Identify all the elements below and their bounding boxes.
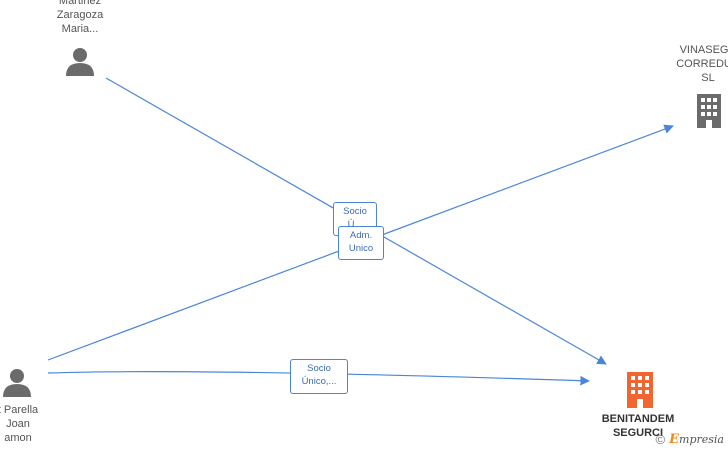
person-left-label-line-3: amon — [4, 432, 32, 444]
company-right-label-line-2: CORREDUR — [676, 58, 728, 70]
company-right-label-line-3: SL — [701, 72, 715, 84]
empresia-logo: Empresia — [669, 432, 724, 447]
copyright-symbol: © — [655, 432, 666, 447]
person-top-label-line-1: Martinez — [58, 0, 102, 7]
company-bottom-label-line-1: BENITANDEM — [601, 413, 675, 425]
edge-label-line-2: Ú... — [347, 219, 363, 230]
edge-label-line-2: Unico — [348, 243, 374, 254]
edge-label-adm-unico[interactable]: Adm. Unico — [338, 226, 384, 260]
building-icon[interactable] — [695, 94, 723, 128]
person-top-label[interactable]: Martinez Zaragoza Maria... — [40, 0, 120, 36]
edge-label-line-2: Único,... — [301, 376, 337, 387]
edge-label-line-1: Adm. — [349, 230, 373, 241]
person-left-label[interactable]: t Parella Joan amon — [0, 403, 58, 445]
person-icon[interactable] — [65, 46, 95, 76]
company-bottom-label-line-2: SEGURCI — [612, 427, 664, 439]
company-right-label[interactable]: VINASEGU CORREDUR SL — [664, 43, 728, 85]
empresia-watermark[interactable]: © Empresia — [656, 432, 724, 447]
person-top-label-line-3: Maria... — [61, 23, 99, 35]
brand-rest: mpresia — [679, 433, 724, 446]
edge-label-socio-unico-bottom[interactable]: Socio Único,... — [290, 359, 348, 394]
edge-label-line-1: Socio — [343, 206, 367, 217]
brand-initial: E — [669, 432, 680, 447]
person-icon[interactable] — [2, 367, 32, 397]
edge-person-left-to-benitandem — [47, 371, 590, 386]
company-right-label-line-1: VINASEGU — [679, 44, 728, 56]
building-icon-highlighted[interactable] — [625, 372, 655, 408]
edge-label-line-1: Socio — [307, 363, 331, 374]
person-left-label-line-1: t Parella — [0, 404, 39, 416]
person-top-label-line-2: Zaragoza — [56, 9, 104, 21]
company-bottom-label[interactable]: BENITANDEM SEGURCI — [588, 412, 688, 440]
person-left-label-line-2: Joan — [6, 418, 30, 430]
